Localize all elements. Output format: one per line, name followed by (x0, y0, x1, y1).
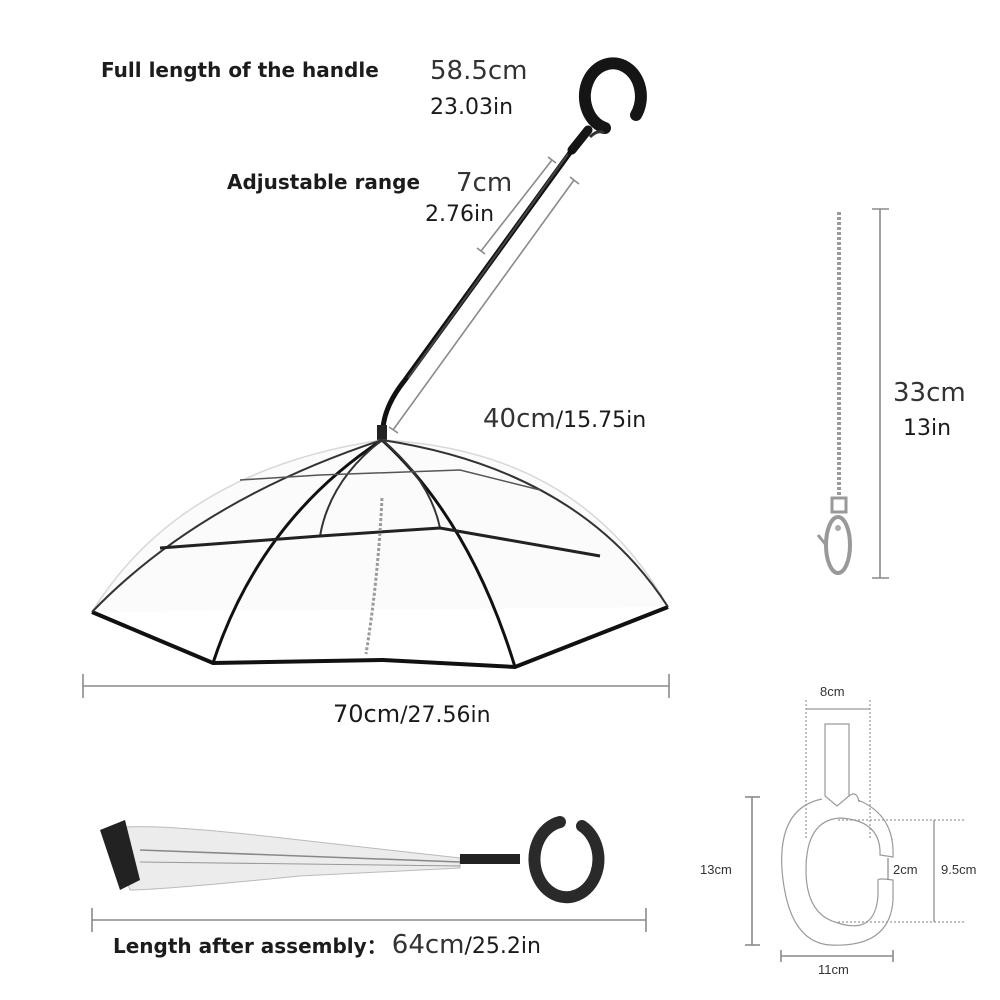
adjustable-range-in: 2.76in (425, 202, 495, 227)
assembly-length-label: Length after assembly： (113, 934, 387, 958)
chain-icon (364, 497, 384, 655)
shaft-length: 40cm/15.75in (483, 404, 646, 434)
dimension-line-assembly (91, 908, 647, 932)
adjustable-range-label: Adjustable range (227, 170, 421, 194)
handle-ring-icon (567, 57, 647, 155)
canopy-width-cm: 70cm (333, 700, 401, 728)
assembly-length: Length after assembly： 64cm/25.2in (113, 930, 541, 960)
canopy-width-in: /27.56in (400, 703, 491, 728)
dimension-lines-shaft (388, 156, 580, 434)
chain-length-in: 13in (903, 416, 952, 441)
shaft-length-cm: 40cm (483, 404, 556, 434)
canopy-icon (91, 438, 669, 670)
diagram-width: 11cm (818, 962, 849, 977)
dimension-line-canopy (82, 674, 670, 698)
diagram-gap: 2cm (893, 862, 918, 877)
handle-diagram-icon (781, 700, 965, 946)
adjustable-range-cm: 7cm (456, 168, 513, 198)
handle-length-in: 23.03in (430, 95, 514, 120)
shaft-length-in: /15.75in (555, 408, 647, 433)
canopy-width: 70cm/27.56in (333, 700, 491, 728)
dimension-line-chain (872, 208, 889, 579)
diagram-inner-height: 9.5cm (941, 862, 977, 877)
dimension-lines-handle-diagram (745, 796, 894, 962)
assembly-length-cm: 64cm (391, 930, 465, 960)
diagram-top-width: 8cm (820, 684, 845, 699)
assembly-length-in: /25.2in (464, 934, 541, 959)
chain-length-cm: 33cm (893, 378, 966, 408)
leash-chain-icon (816, 212, 852, 575)
handle-length-cm: 58.5cm (430, 56, 528, 86)
folded-umbrella-icon (100, 816, 605, 904)
handle-length-label: Full length of the handle (101, 58, 379, 82)
diagram-height: 13cm (700, 862, 732, 877)
